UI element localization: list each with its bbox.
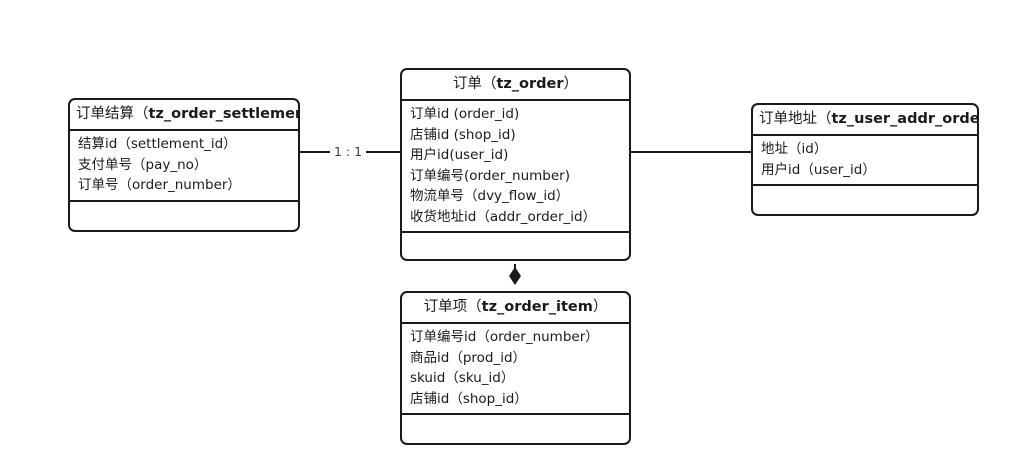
entity-tz-order-item[interactable]: 订单项（tz_order_item） 订单编号id（order_number） …: [400, 291, 631, 445]
entity-footer-settlement: [70, 202, 298, 230]
paren-open-settlement: （: [134, 106, 149, 122]
entity-footer-order-item: [402, 415, 629, 443]
entity-title-order: 订单（tz_order）: [402, 70, 629, 101]
paren-open-address: （: [817, 111, 832, 127]
field-row: 用户id(user_id): [410, 147, 509, 163]
entity-cn-name-order-item: 订单项: [423, 299, 468, 315]
entity-fields-order: 订单id (order_id) 店铺id (shop_id) 用户id(user…: [402, 101, 629, 233]
entity-title-order-item: 订单项（tz_order_item）: [402, 293, 629, 324]
field-row: 结算id（settlement_id）: [78, 136, 237, 152]
entity-cn-name-address: 订单地址: [759, 111, 817, 127]
entity-cn-name-settlement: 订单结算: [76, 106, 134, 122]
paren-close-order: ）: [563, 76, 579, 92]
entity-table-name-order: tz_order: [496, 76, 564, 92]
field-row: 商品id（prod_id）: [410, 349, 527, 366]
field-row: 店铺id（shop_id）: [410, 390, 528, 407]
field-row: 订单编号(order_number): [410, 167, 570, 184]
entity-tz-order-settlement[interactable]: 订单结算（tz_order_settlement） 结算id（settlemen…: [68, 98, 300, 232]
field-row: 支付单号（pay_no）: [78, 156, 208, 173]
entity-tz-user-addr-order[interactable]: 订单地址（tz_user_addr_order） 地址（id） 用户id（use…: [751, 103, 979, 216]
field-row: 地址（id）: [761, 141, 828, 157]
field-row: 收货地址id（addr_order_id）: [410, 208, 597, 225]
entity-cn-name-order: 订单: [452, 76, 482, 92]
field-row: 用户id（user_id）: [761, 161, 876, 178]
entity-title-address: 订单地址（tz_user_addr_order）: [753, 105, 977, 136]
field-row: 订单号（order_number）: [78, 177, 241, 193]
paren-open-order-item: （: [467, 299, 482, 315]
field-row: 订单编号id（order_number）: [410, 329, 599, 345]
entity-fields-order-item: 订单编号id（order_number） 商品id（prod_id） skuid…: [402, 324, 629, 415]
paren-open-order: （: [481, 76, 497, 92]
entity-footer-address: [753, 186, 977, 214]
entity-title-settlement: 订单结算（tz_order_settlement）: [70, 100, 298, 131]
entity-tz-order[interactable]: 订单（tz_order） 订单id (order_id) 店铺id (shop_…: [400, 68, 631, 261]
field-row: 店铺id (shop_id): [410, 126, 516, 143]
entity-table-name-address: tz_user_addr_order: [831, 111, 979, 127]
entity-footer-order: [402, 233, 629, 259]
field-row: 物流单号（dvy_flow_id）: [410, 188, 570, 204]
field-row: skuid（sku_id）: [410, 370, 515, 386]
entity-fields-address: 地址（id） 用户id（user_id）: [753, 136, 977, 186]
entity-fields-settlement: 结算id（settlement_id） 支付单号（pay_no） 订单号（ord…: [70, 131, 298, 202]
edge-label-settlement-order: 1 : 1: [330, 144, 367, 159]
paren-close-order-item: ）: [592, 299, 608, 315]
edge-order-address: [630, 151, 752, 153]
field-row: 订单id (order_id): [410, 106, 520, 122]
entity-table-name-settlement: tz_order_settlement: [148, 106, 300, 122]
entity-table-name-order-item: tz_order_item: [481, 299, 593, 315]
